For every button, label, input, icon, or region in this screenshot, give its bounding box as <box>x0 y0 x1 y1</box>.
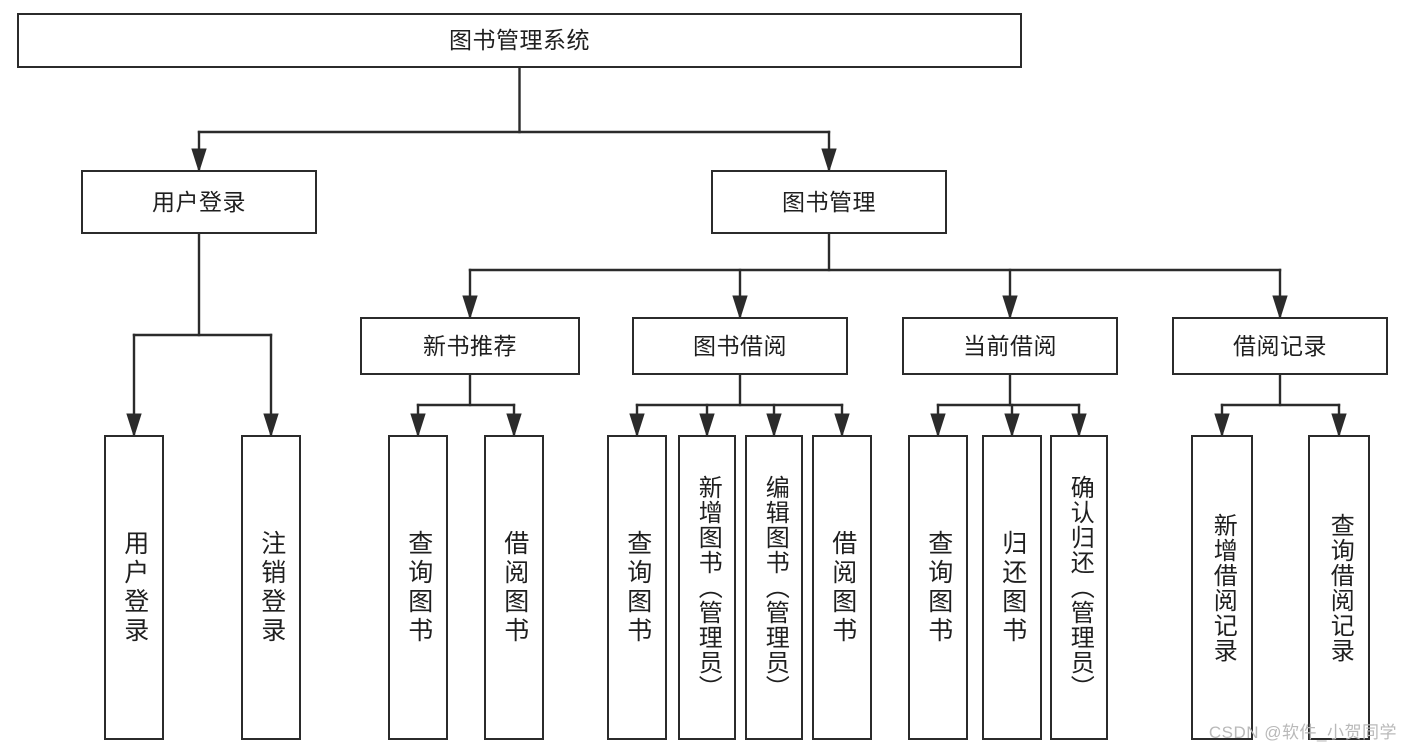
node-label: 图书借阅 <box>693 332 787 359</box>
node-newbook[interactable]: 新书推荐 <box>360 317 580 375</box>
node-label: 查询图书 <box>623 529 652 646</box>
node-label: 图书管理 <box>782 188 876 215</box>
node-records[interactable]: 借阅记录 <box>1172 317 1388 375</box>
node-bookmgmt[interactable]: 图书管理 <box>711 170 947 234</box>
arrowhead-icon <box>930 413 946 438</box>
node-leaf-user-logout[interactable]: 注销登录 <box>241 435 301 740</box>
arrowhead-icon <box>1214 413 1230 438</box>
node-leaf-cb-query[interactable]: 查询图书 <box>908 435 968 740</box>
node-label: 查询借阅记录 <box>1326 512 1354 663</box>
watermark-label: CSDN @软件_小贺同学 <box>1208 723 1397 742</box>
arrowhead-icon <box>1002 295 1018 320</box>
node-label: 编辑图书（管理员） <box>761 475 789 700</box>
arrowhead-icon <box>834 413 850 438</box>
arrowhead-icon <box>1004 413 1020 438</box>
node-label: 新增图书（管理员） <box>694 475 722 700</box>
arrowhead-icon <box>126 413 142 438</box>
arrowhead-icon <box>629 413 645 438</box>
node-label: 当前借阅 <box>963 332 1057 359</box>
node-root[interactable]: 图书管理系统 <box>17 13 1022 68</box>
node-borrow[interactable]: 图书借阅 <box>632 317 848 375</box>
node-leaf-rc-query[interactable]: 查询借阅记录 <box>1308 435 1370 740</box>
node-leaf-cb-return[interactable]: 归还图书 <box>982 435 1042 740</box>
node-label: 用户登录 <box>120 529 149 646</box>
node-label: 查询图书 <box>404 529 433 646</box>
node-label: 确认归还（管理员） <box>1066 475 1094 700</box>
arrowhead-icon <box>732 295 748 320</box>
node-label: 新增借阅记录 <box>1209 512 1237 663</box>
arrowhead-icon <box>1331 413 1347 438</box>
node-label: 用户登录 <box>152 188 246 215</box>
node-label: 借阅记录 <box>1233 332 1327 359</box>
arrowhead-icon <box>1071 413 1087 438</box>
node-label: 归还图书 <box>998 529 1027 646</box>
node-label: 图书管理系统 <box>449 27 590 54</box>
arrowhead-icon <box>191 148 207 173</box>
node-label: 新书推荐 <box>423 332 517 359</box>
arrowhead-icon <box>1272 295 1288 320</box>
arrowhead-icon <box>821 148 837 173</box>
arrowhead-icon <box>263 413 279 438</box>
arrowhead-icon <box>410 413 426 438</box>
arrowhead-icon <box>766 413 782 438</box>
node-leaf-bw-query[interactable]: 查询图书 <box>607 435 667 740</box>
node-leaf-bw-edit[interactable]: 编辑图书（管理员） <box>745 435 803 740</box>
arrowhead-icon <box>506 413 522 438</box>
node-label: 借阅图书 <box>828 529 857 646</box>
arrowhead-icon <box>699 413 715 438</box>
node-leaf-bw-lend[interactable]: 借阅图书 <box>812 435 872 740</box>
node-leaf-bw-add[interactable]: 新增图书（管理员） <box>678 435 736 740</box>
node-leaf-user-login[interactable]: 用户登录 <box>104 435 164 740</box>
node-label: 查询图书 <box>924 529 953 646</box>
node-leaf-cb-confirm[interactable]: 确认归还（管理员） <box>1050 435 1108 740</box>
node-leaf-rc-add[interactable]: 新增借阅记录 <box>1191 435 1253 740</box>
node-label: 注销登录 <box>257 529 286 646</box>
arrowhead-icon <box>462 295 478 320</box>
node-leaf-nb-borrow[interactable]: 借阅图书 <box>484 435 544 740</box>
node-login[interactable]: 用户登录 <box>81 170 317 234</box>
node-current[interactable]: 当前借阅 <box>902 317 1118 375</box>
node-label: 借阅图书 <box>500 529 529 646</box>
node-leaf-nb-query[interactable]: 查询图书 <box>388 435 448 740</box>
